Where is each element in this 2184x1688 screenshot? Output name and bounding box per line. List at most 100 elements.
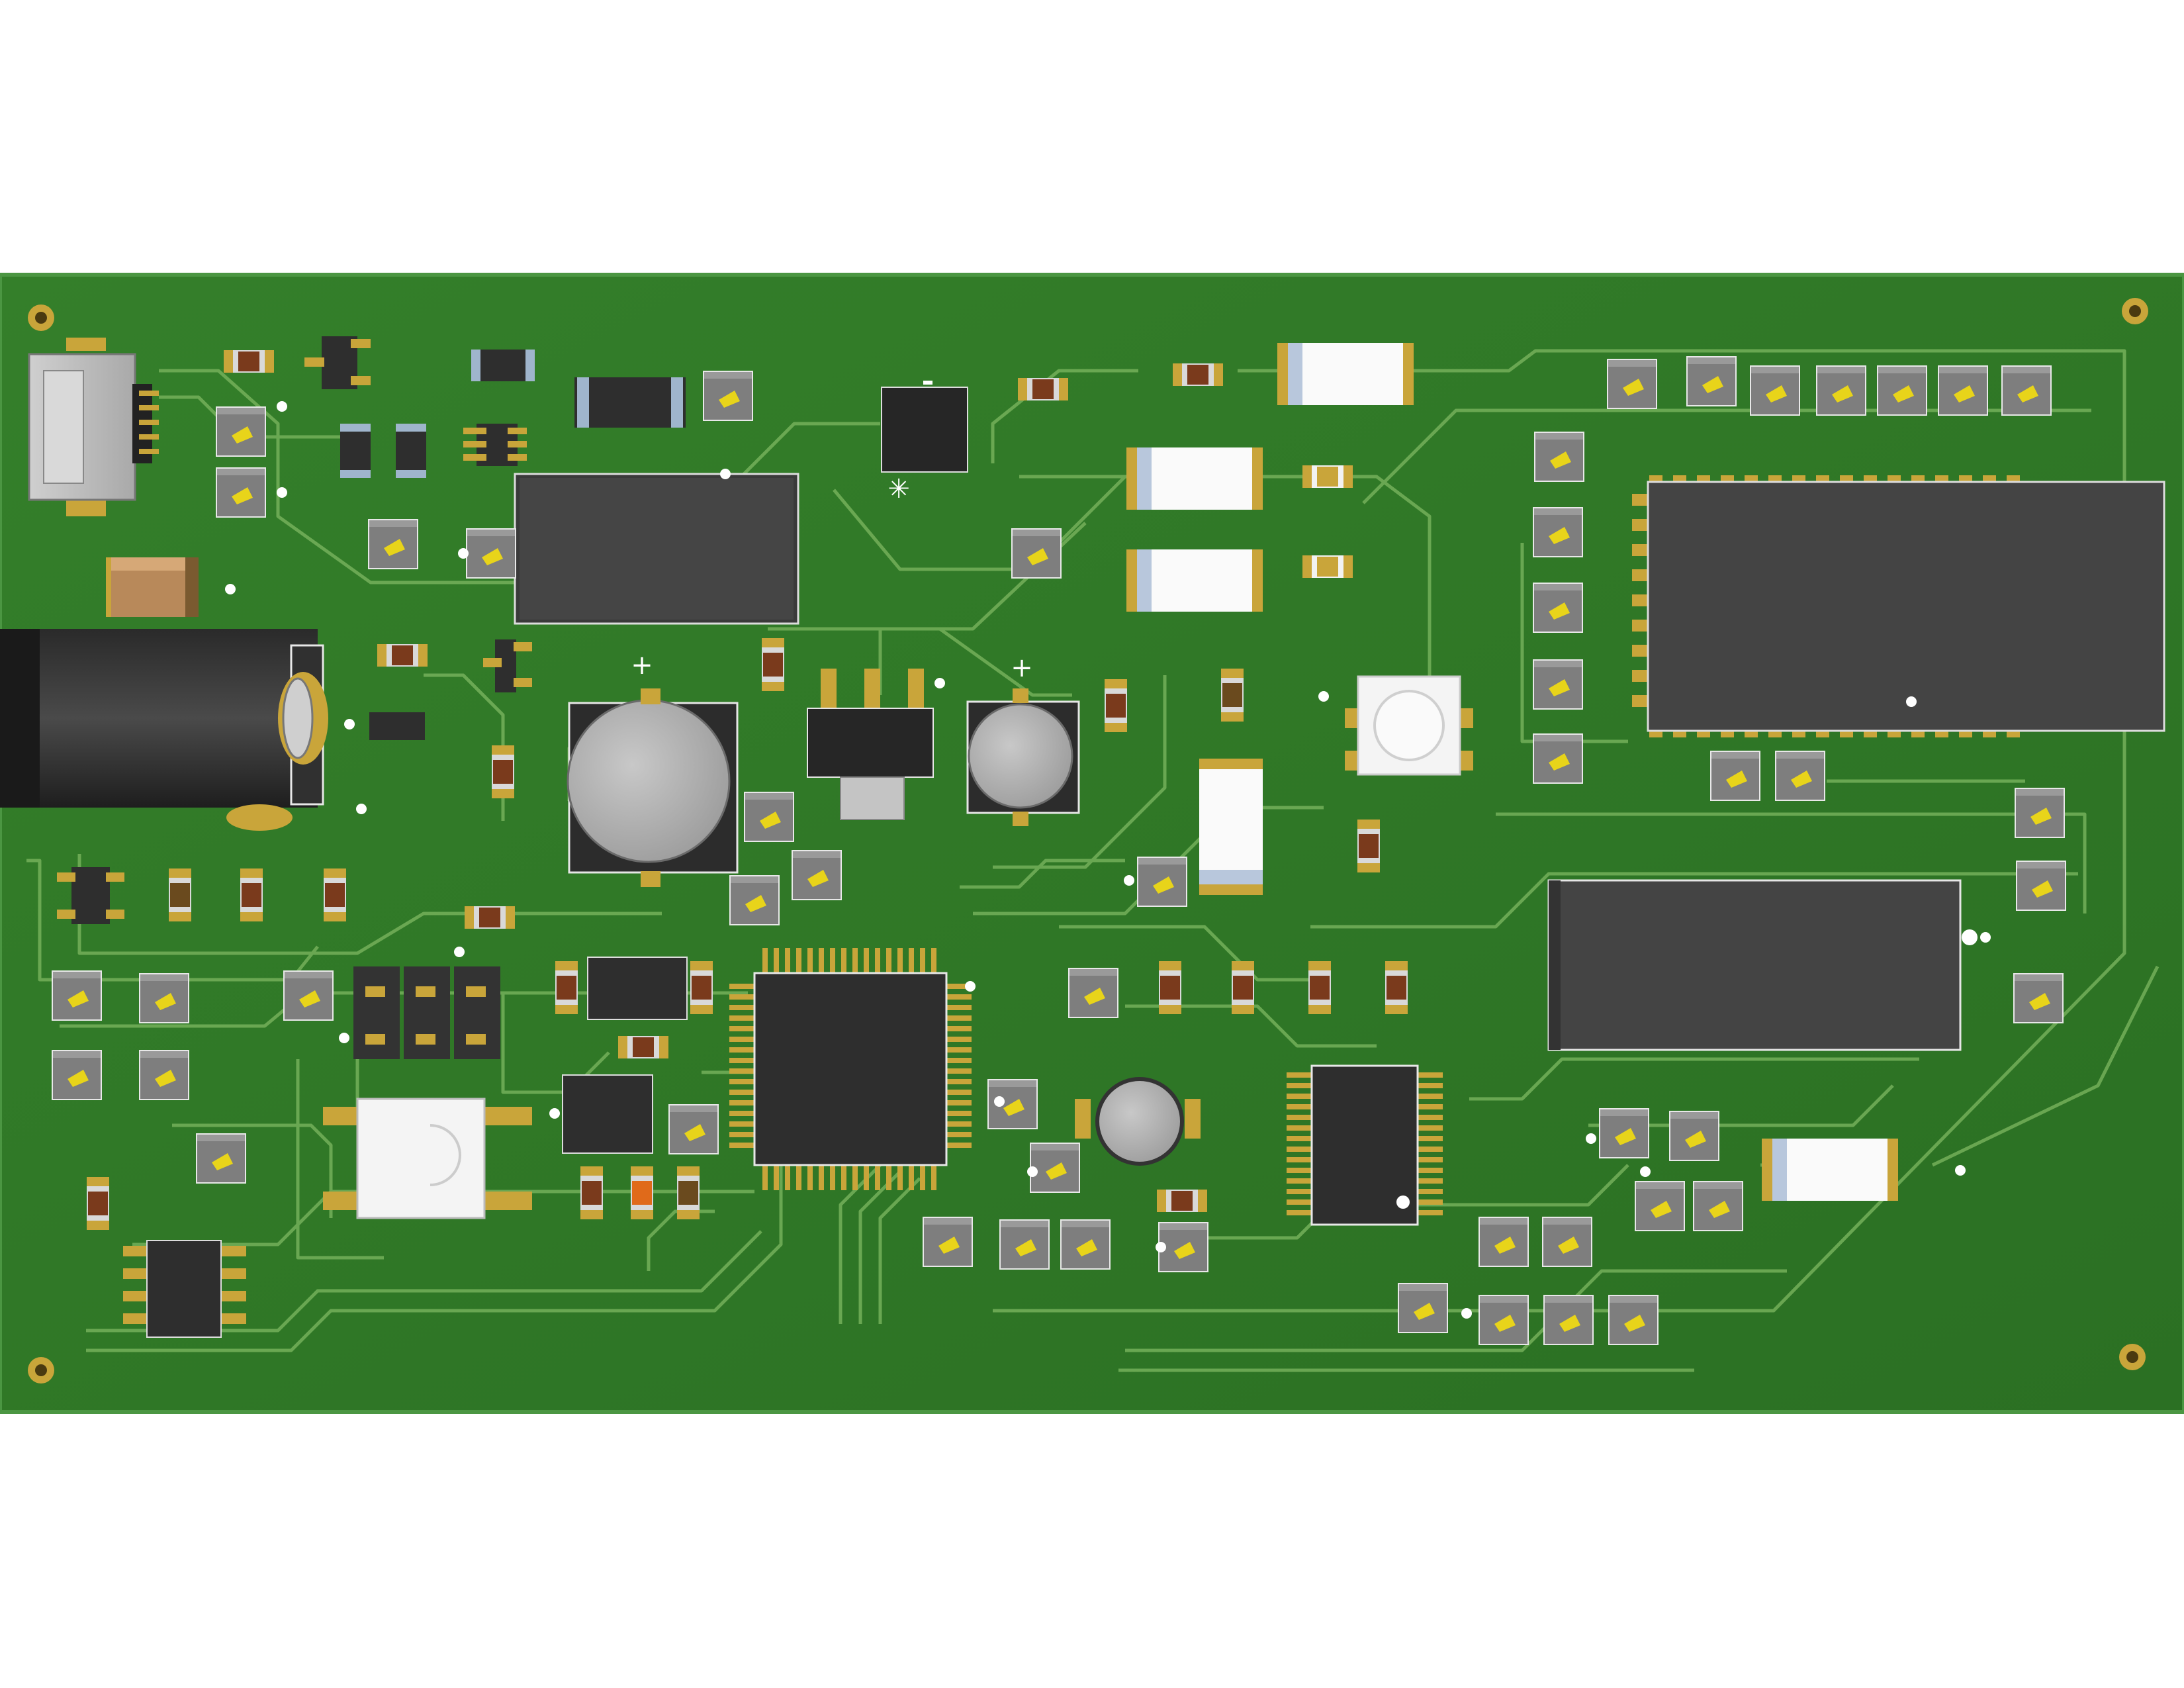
led [1543, 1295, 1594, 1345]
silkscreen-dot [339, 1033, 349, 1043]
tactile-switch-right [1345, 675, 1473, 776]
resistor [465, 906, 515, 929]
led [999, 1219, 1050, 1270]
led [2015, 788, 2065, 838]
led [1479, 1217, 1529, 1267]
led [368, 519, 418, 569]
capacitor [1221, 669, 1244, 722]
resistor [1157, 1190, 1207, 1212]
led [1686, 356, 1737, 406]
led [1599, 1108, 1649, 1158]
silkscreen-dot [356, 804, 367, 814]
led [1816, 365, 1866, 416]
led [1775, 751, 1825, 801]
led [1534, 432, 1584, 482]
led [1068, 968, 1118, 1018]
led [729, 875, 780, 925]
resistor [224, 350, 274, 373]
dpak-regulator [807, 669, 934, 820]
resistor [580, 1166, 603, 1219]
led [1938, 365, 1988, 416]
wireless-module-large [1632, 475, 2165, 737]
microcontroller-qfp [729, 948, 972, 1190]
silkscreen-dot [225, 584, 236, 594]
fuse-mid-2 [1126, 549, 1263, 612]
silkscreen-dot [965, 981, 976, 992]
mounting-holes [28, 298, 2148, 1383]
led [1710, 751, 1760, 801]
fuse-right [1762, 1139, 1898, 1201]
silkscreen-dot [277, 487, 287, 498]
wireless-module-small [1547, 879, 1978, 1051]
led [1011, 528, 1062, 579]
led [1398, 1283, 1448, 1333]
resistor [1018, 378, 1068, 400]
qfn-sensor [881, 381, 968, 473]
fuses [1126, 343, 1898, 1201]
led [196, 1133, 246, 1184]
silkscreen-dot [1318, 691, 1329, 702]
silkscreen-dot [1027, 1166, 1038, 1177]
silkscreen-dot [720, 469, 731, 479]
tantalum-capacitor [106, 557, 199, 617]
resistor [1308, 961, 1331, 1014]
resistor [377, 644, 428, 667]
resistor [324, 868, 346, 921]
fuse-mid-1 [1126, 447, 1263, 510]
resistor [492, 745, 514, 798]
led [1877, 365, 1927, 416]
led [139, 973, 189, 1023]
resistor [87, 1177, 109, 1230]
polarity-mark: + [1011, 653, 1033, 683]
small-ic [57, 336, 688, 1154]
silkscreen-dot [277, 401, 287, 412]
resistor [1302, 465, 1353, 488]
led [2001, 365, 2052, 416]
led [1137, 857, 1187, 907]
led [1669, 1111, 1719, 1161]
led [1533, 733, 1583, 784]
silkscreen-dot [1955, 1165, 1966, 1176]
led [792, 850, 842, 900]
led [52, 1050, 102, 1100]
led [1607, 359, 1657, 409]
led [1158, 1222, 1208, 1272]
tactile-switch-left [323, 1098, 532, 1219]
led [1030, 1143, 1080, 1193]
led [1533, 583, 1583, 633]
silkscreen-dots [225, 401, 1991, 1319]
resistor [690, 961, 713, 1014]
led [2016, 861, 2066, 911]
led [1635, 1181, 1685, 1231]
silkscreen-dot [1124, 875, 1134, 886]
capacitor [677, 1166, 700, 1219]
passive-components [87, 350, 1408, 1230]
silkscreen-dot [994, 1096, 1005, 1107]
polarity-mark: + [631, 650, 653, 680]
resistor [1173, 363, 1223, 386]
silkscreen-dot [934, 678, 945, 688]
resistor [1159, 961, 1181, 1014]
led [1533, 507, 1583, 557]
resistor [1105, 679, 1127, 732]
fuse-vertical [1199, 759, 1263, 895]
soic8-ic [123, 1240, 246, 1338]
silkscreen-dot [1640, 1166, 1651, 1177]
micro-usb-connector [28, 338, 159, 516]
leds [52, 356, 2066, 1345]
resistor [762, 638, 784, 691]
silkscreen-dot [344, 719, 355, 729]
led [744, 792, 794, 842]
coin-cell-holder-left [567, 688, 739, 887]
led [466, 528, 516, 579]
led [283, 970, 334, 1021]
tssop-ic [1287, 1064, 1443, 1226]
led [703, 371, 753, 421]
silkscreen-dot [458, 548, 469, 559]
resistor [1357, 820, 1380, 872]
led [668, 1104, 719, 1154]
resistor [1232, 961, 1254, 1014]
led [1608, 1295, 1659, 1345]
resistor [1385, 961, 1408, 1014]
